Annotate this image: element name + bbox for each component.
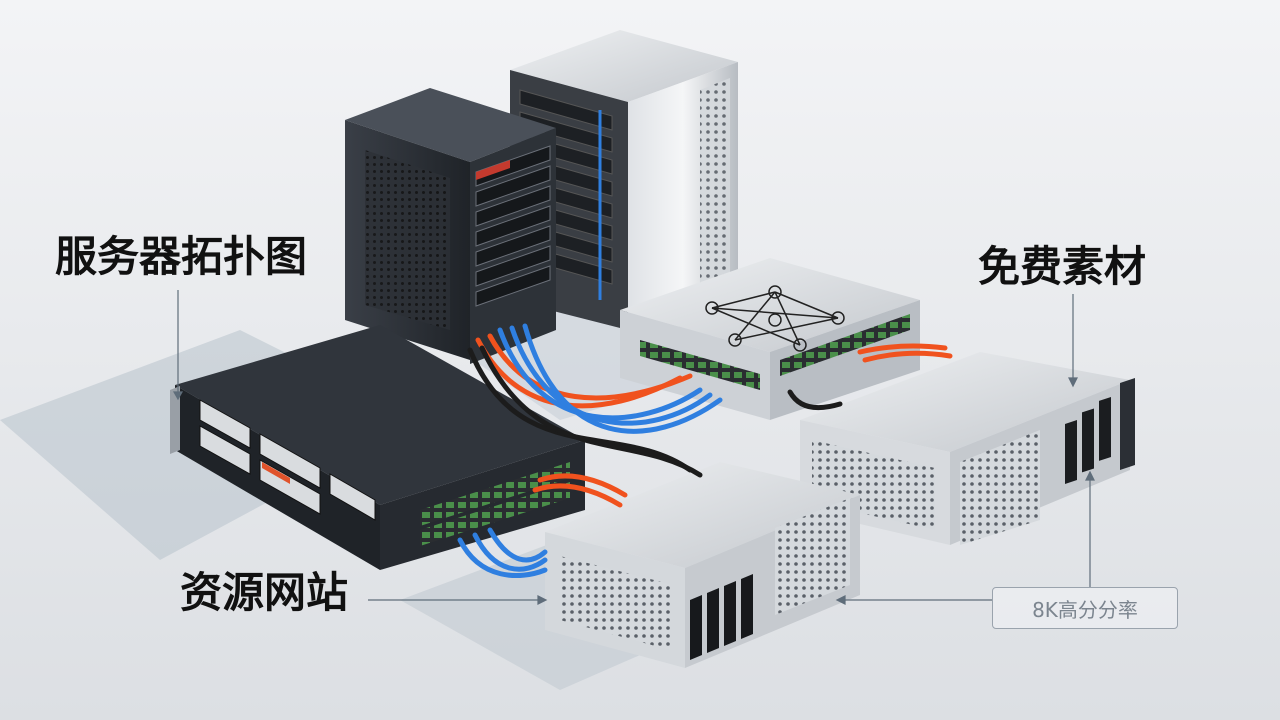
network-cables [457,323,953,578]
network-switch [620,258,920,420]
large-rack-server [170,325,585,570]
front-rack-server [545,462,860,668]
callout-lines [172,290,1095,605]
resolution-badge: 8K高分分率 [992,587,1178,629]
dark-tower-server [345,88,556,364]
label-server-topology: 服务器拓扑图 [55,232,308,281]
label-resource-site: 资源网站 [180,568,349,617]
topology-diagram-icon [705,285,845,352]
label-free-material: 免费素材 [978,242,1147,291]
